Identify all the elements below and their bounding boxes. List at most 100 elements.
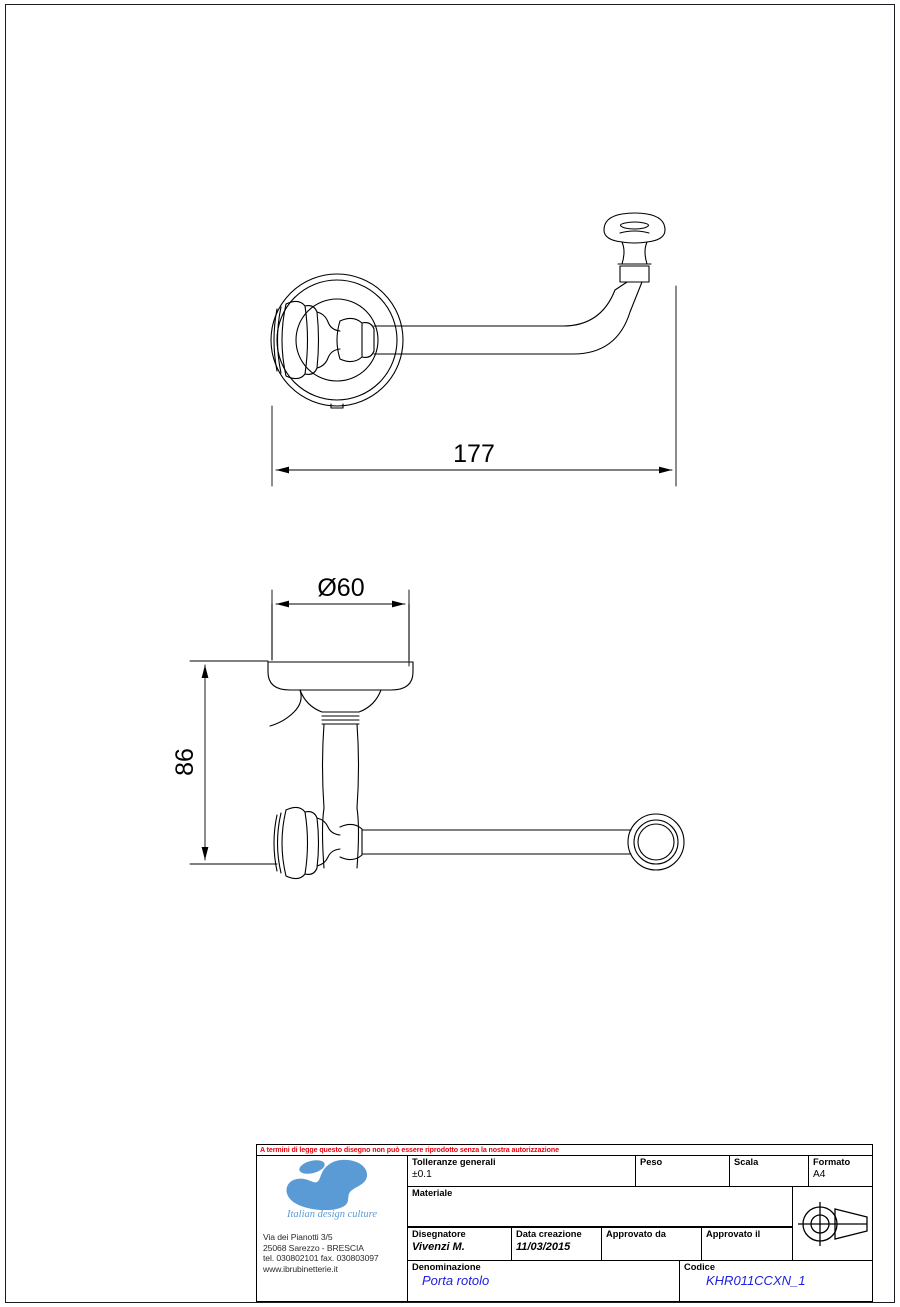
company-tagline: Italian design culture (286, 1209, 377, 1220)
side-boss-collar (285, 806, 309, 880)
side-boss-plate-3 (281, 809, 287, 877)
boss-backplate-edge-3 (281, 303, 287, 377)
ring-end-inner (637, 823, 675, 861)
tolleranze-label: Tolleranze generali (412, 1157, 496, 1167)
finial-cap (603, 212, 666, 244)
finial-collar-band (619, 265, 650, 283)
field-approvato-da: Approvato da (602, 1228, 702, 1260)
dimension-label-diameter-60: Ø60 (317, 574, 364, 602)
dimension-diameter-60 (271, 589, 410, 667)
field-denominazione: Denominazione Porta rotolo (408, 1261, 680, 1301)
taper-right-hidden (380, 690, 411, 726)
approvato-da-label: Approvato da (606, 1229, 666, 1239)
tolleranze-value: ±0.1 (412, 1169, 432, 1180)
drawing-area: 177 Ø60 86 (171, 212, 685, 880)
finial-cap-top-ellipse (619, 221, 650, 230)
dimension-label-177: 177 (453, 440, 495, 468)
field-peso: Peso (636, 1156, 730, 1186)
peso-label: Peso (640, 1157, 663, 1167)
dimension-177 (271, 285, 677, 487)
ring-end-middle (633, 819, 679, 865)
rosette-outer-circle (270, 273, 404, 407)
boss-ogee-top (316, 311, 341, 332)
approvato-il-label: Approvato il (706, 1229, 761, 1239)
denominazione-label: Denominazione (412, 1262, 481, 1272)
title-block-fields: Tolleranze generali ±0.1 Peso Scala Form… (408, 1156, 872, 1301)
first-angle-projection-icon (797, 1201, 868, 1246)
data-creazione-value: 11/03/2015 (516, 1241, 571, 1253)
field-formato: Formato A4 (809, 1156, 872, 1186)
side-boss-plate-1 (273, 814, 278, 872)
address-line-3: tel. 030802101 fax. 030803097 (263, 1253, 379, 1264)
title-block: A termini di legge questo disegno non pu… (256, 1144, 873, 1302)
codice-value: KHR011CCXN_1 (706, 1273, 806, 1288)
arrow-right-60 (392, 600, 405, 608)
ring-end-outer (627, 813, 685, 871)
title-block-row-2: Materiale (408, 1187, 792, 1227)
field-scala: Scala (730, 1156, 809, 1186)
stem-left (321, 723, 325, 809)
boss-backplate-edge (273, 308, 278, 372)
company-address: Via dei Pianotti 3/5 25068 Sarezzo - BRE… (257, 1228, 407, 1274)
boss-bead (304, 305, 320, 375)
address-line-2: 25068 Sarezzo - BRESCIA (263, 1242, 364, 1253)
arrow-left-177 (276, 466, 289, 474)
arrow-right-177 (659, 466, 672, 474)
title-block-row-1: Tolleranze generali ±0.1 Peso Scala Form… (408, 1156, 872, 1187)
view-front-elevation (270, 212, 666, 409)
barrel-body (339, 317, 363, 363)
arm-upper-rail (373, 281, 628, 327)
flange-bottom-dome (267, 661, 414, 691)
taper-cone (299, 689, 382, 713)
projection-symbol-cell (792, 1187, 872, 1260)
field-disegnatore: Disegnatore Vivenzi M. (408, 1228, 512, 1260)
address-line-1: Via dei Pianotti 3/5 (263, 1232, 333, 1242)
copyright-banner: A termini di legge questo disegno non pu… (257, 1145, 872, 1156)
codice-label: Codice (684, 1262, 715, 1272)
taper-left (269, 689, 302, 727)
rosette-inner-circle (295, 298, 379, 382)
formato-label: Formato (813, 1157, 851, 1167)
finial-neck-right (644, 241, 648, 265)
logo-blob (286, 1159, 368, 1210)
logo-dot (299, 1160, 325, 1174)
side-ogee-bottom (316, 848, 341, 867)
sheet-border (5, 4, 895, 1303)
field-materiale: Materiale (408, 1187, 792, 1226)
side-boss-plate-2 (276, 812, 282, 874)
dimension-label-86: 86 (171, 748, 199, 776)
company-panel: Italian design culture Via dei Pianotti … (257, 1156, 408, 1301)
boss-backplate-edge-2 (276, 306, 282, 374)
field-data-creazione: Data creazione 11/03/2015 (512, 1228, 602, 1260)
address-line-4: www.ibrubinetterie.it (263, 1263, 338, 1274)
boss-ogee-bottom (316, 348, 341, 369)
copyright-banner-text: A termini di legge questo disegno non pu… (260, 1146, 559, 1154)
view-side-elevation (267, 603, 685, 880)
disegnatore-label: Disegnatore (412, 1229, 466, 1239)
title-block-row-3: Disegnatore Vivenzi M. Data creazione 11… (408, 1227, 792, 1260)
arrow-left-60 (276, 600, 289, 608)
arrow-bottom-86 (201, 847, 209, 860)
product-drawing: 177 Ø60 86 (171, 212, 685, 880)
barrel-left-edge (336, 320, 341, 360)
dimension-86 (189, 660, 278, 865)
finial-neck-left (621, 241, 625, 265)
data-creazione-label: Data creazione (516, 1229, 582, 1239)
side-barrel-body (339, 823, 363, 861)
side-ogee-top (316, 817, 341, 836)
disegnatore-value: Vivenzi M. (412, 1241, 465, 1253)
arrow-top-86 (201, 665, 209, 678)
stem-right (356, 723, 360, 809)
side-barrel-left (321, 807, 325, 869)
finial-cap-crease (619, 230, 650, 234)
company-logo: Italian design culture (257, 1158, 407, 1228)
arm-lower-rail (373, 281, 643, 355)
side-boss-bead (304, 811, 320, 875)
scala-label: Scala (734, 1157, 759, 1167)
rosette-tab (330, 403, 344, 409)
field-approvato-il: Approvato il (702, 1228, 792, 1260)
title-block-row-4: Denominazione Porta rotolo Codice KHR011… (408, 1261, 872, 1301)
blob-logo-icon (286, 1159, 368, 1210)
barrel-cap (361, 322, 375, 358)
